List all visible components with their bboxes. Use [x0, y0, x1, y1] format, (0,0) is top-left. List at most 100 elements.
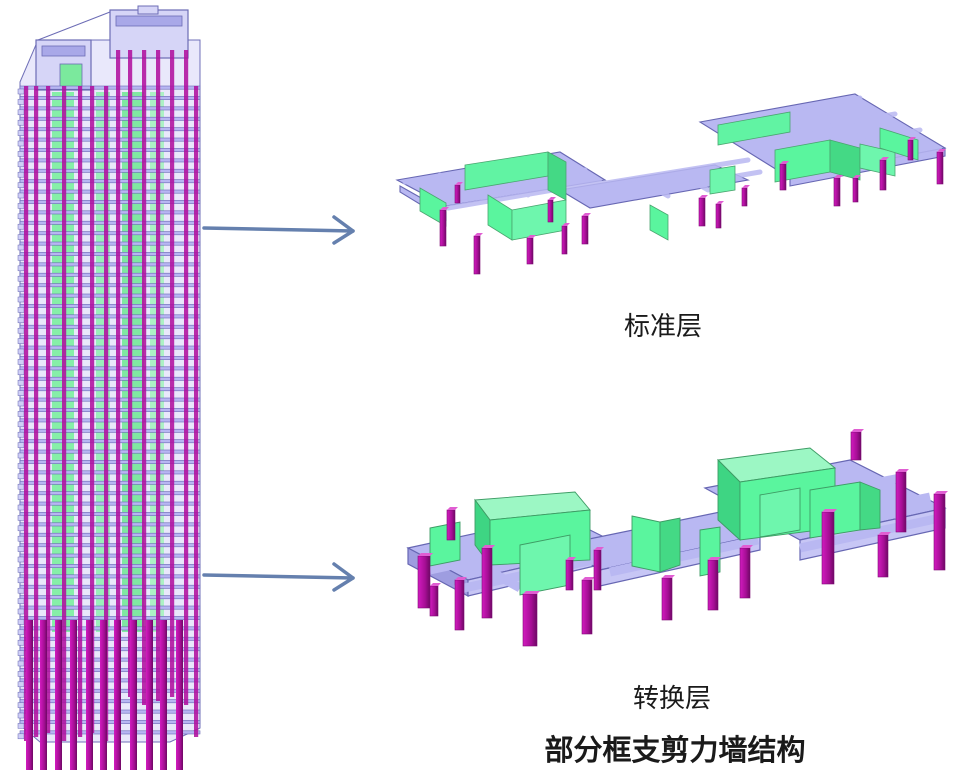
tower-floor-slab: [19, 584, 201, 589]
tower-floor-edge: [17, 660, 25, 667]
tower-floor-edge: [17, 161, 25, 168]
standard-floor-label: 标准层: [623, 312, 703, 342]
tower-floor-slab: [19, 335, 201, 340]
tower-floor-slab: [19, 283, 201, 288]
transfer-floor-column-cap: [896, 469, 909, 472]
transfer-floor-column: [933, 493, 946, 571]
tower-floor-edge: [17, 421, 25, 428]
standard-floor-column: [526, 237, 534, 265]
transfer-floor-column-cap: [594, 547, 604, 550]
tower-floor-edge: [17, 317, 25, 324]
tower-column: [24, 86, 29, 741]
standard-floor-column-cap: [527, 235, 536, 238]
tower-floor-edge: [17, 691, 25, 698]
tower-floor-slab: [19, 220, 201, 225]
transfer-floor-column: [593, 549, 602, 591]
transfer-floor-column: [707, 559, 719, 611]
standard-floor-column: [581, 215, 589, 245]
standard-floor-column: [698, 197, 706, 227]
tower-floor-edge: [17, 307, 25, 313]
tower-floor-slab: [19, 127, 201, 132]
tower-floor-slab: [19, 543, 201, 548]
tower-floor-slab: [19, 356, 201, 360]
tower-floor-slab: [19, 96, 201, 100]
standard-floor-column-cap: [742, 185, 750, 188]
tower-floor-slab: [19, 85, 201, 90]
tower-floor-slab: [19, 168, 201, 173]
standard-floor-column: [879, 159, 887, 191]
tower-podium-column: [100, 620, 107, 770]
standard-floor-column: [833, 177, 841, 207]
tower-floor-edge: [17, 275, 25, 282]
tower-floor-slab: [19, 428, 201, 433]
tower-floor-edge: [17, 244, 25, 251]
tower-podium-column: [40, 620, 47, 770]
tower-floor-slab: [19, 200, 201, 204]
tower-floor-edge: [17, 515, 25, 521]
tower-floor-slab: [19, 501, 201, 506]
transfer-floor-column-cap: [740, 545, 753, 548]
standard-floor-column-cap: [562, 223, 570, 226]
tower-floor-slab: [19, 616, 201, 620]
tower-floor-edge: [17, 88, 25, 95]
standard-floor-column-cap: [455, 182, 463, 185]
standard-floor-column-cap: [937, 149, 946, 152]
tower-podium-column: [114, 620, 121, 770]
tower-floor-edge: [17, 546, 25, 552]
tower-floor-edge: [17, 723, 25, 729]
tower-floor-edge: [17, 223, 25, 230]
tower-floor-slab: [19, 241, 201, 246]
tower-floor-edge: [17, 130, 25, 136]
tower-floor-slab: [19, 231, 201, 236]
tower-floor-slab: [19, 408, 201, 412]
tower-column: [78, 86, 83, 737]
tower-floor-slab: [19, 116, 201, 121]
tower-floor-edge: [17, 525, 25, 532]
right-arrow-icon: [202, 562, 355, 592]
standard-floor-column: [852, 177, 859, 203]
standard-floor-column-cap: [780, 161, 789, 164]
transfer-floor-column: [565, 559, 574, 591]
standard-floor-column-cap: [908, 137, 916, 140]
standard-floor-column: [561, 225, 568, 255]
tower-floor-slab: [19, 605, 201, 610]
tower-floor-edge: [17, 608, 25, 615]
tower-floor-slab: [19, 730, 201, 735]
tower-floor-edge: [17, 535, 25, 542]
standard-floor-column: [779, 163, 787, 191]
tower-floor-edge: [17, 234, 25, 240]
transfer-floor-column: [429, 585, 439, 617]
tower-floor-slab: [19, 304, 201, 308]
tower-floor-edge: [17, 327, 25, 334]
tower-floor-edge: [17, 369, 25, 376]
tower-column: [128, 50, 133, 697]
standard-floor-column: [907, 139, 914, 161]
standard-floor-column: [715, 203, 722, 229]
standard-floor-column-cap: [474, 233, 483, 236]
transfer-floor-column: [481, 547, 493, 619]
tower-floor-edge: [17, 702, 25, 708]
standard-floor-column-cap: [548, 197, 556, 200]
tower-floor-slab: [19, 491, 201, 496]
tower-floor-slab: [19, 366, 201, 371]
tower-floor-slab: [19, 387, 201, 392]
standard-floor-column: [454, 184, 461, 204]
tower-floor-edge: [17, 400, 25, 407]
transfer-floor-column: [522, 593, 538, 647]
tower-floor-edge: [17, 712, 25, 719]
transfer-floor-column-cap: [455, 577, 467, 580]
tower-roof: [35, 5, 189, 91]
tower-floor-slab: [19, 460, 201, 464]
tower-floor-slab: [19, 480, 201, 485]
tower-floor-edge: [17, 442, 25, 448]
tower-floor-slab: [19, 647, 201, 652]
tower-floor-edge: [17, 359, 25, 365]
tower-column: [46, 86, 51, 733]
tower-floor-edge: [17, 348, 25, 355]
transfer-floor-column-cap: [822, 509, 837, 512]
tower-floor-edge: [17, 379, 25, 386]
transfer-floor-column-cap: [582, 577, 595, 580]
tower-floor-slab: [19, 532, 201, 537]
tower-floor-edge: [17, 203, 25, 209]
tower-floor-slab: [19, 699, 201, 704]
